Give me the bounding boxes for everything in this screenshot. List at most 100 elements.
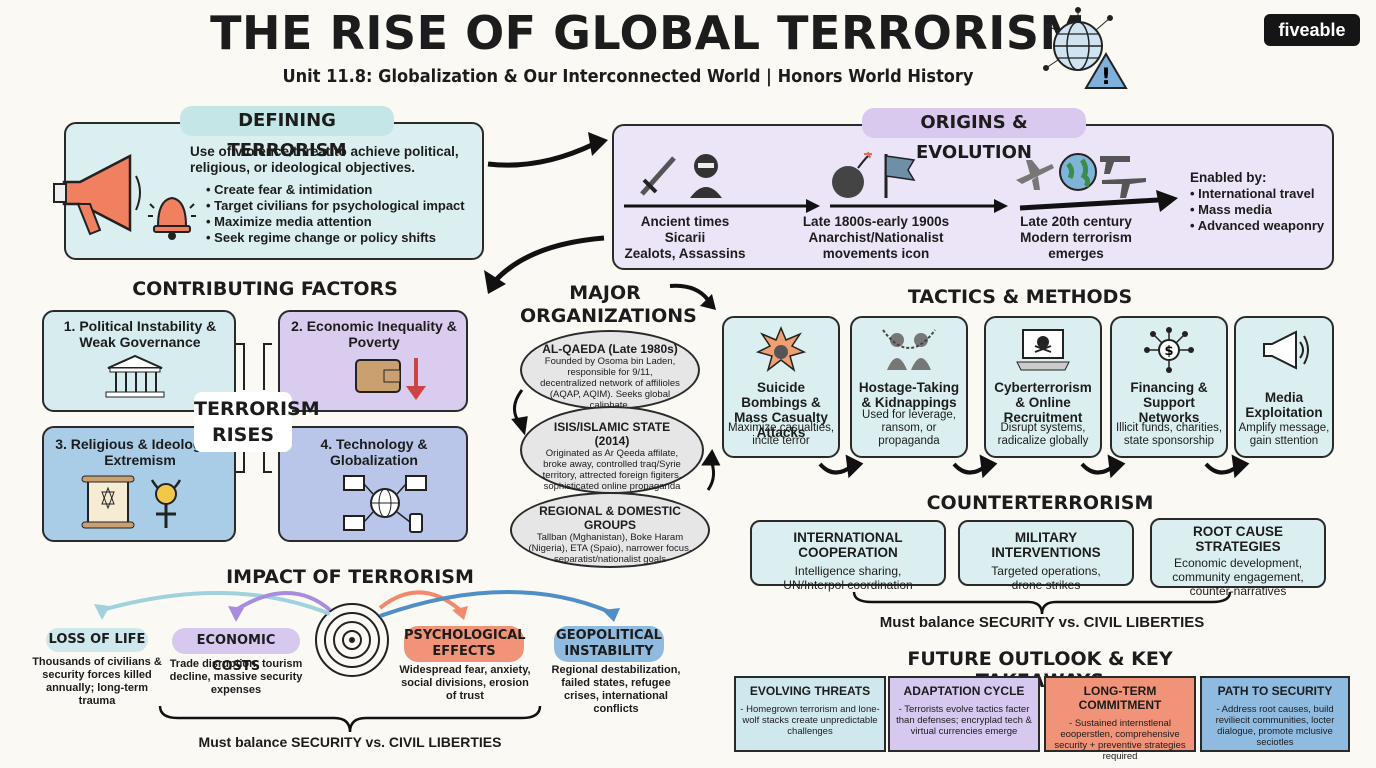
era-line: Late 1800s-early 1900s <box>802 214 950 229</box>
org-cycle-arrows <box>504 380 724 520</box>
impact-tag: GEOPOLITICAL INSTABILITY <box>554 626 664 662</box>
bomb-icon <box>826 150 874 200</box>
defining-intro: Use of violence/threat to achieve politi… <box>190 144 459 175</box>
future-desc: - Homegrown terrorism and lone-wolf stac… <box>740 704 880 737</box>
wallet-down-icon <box>352 352 432 402</box>
org-desc: Originated as Ar Qeeda affilate, broke a… <box>542 448 682 492</box>
origins-heading: ORIGINS & EVOLUTION <box>862 108 1086 163</box>
tactic-name: Cyberterrorism & Online Recruitment <box>994 380 1092 425</box>
tactic-card: Suicide Bombings & Mass Casualty Attacks… <box>722 316 840 458</box>
factor-connectors <box>226 330 290 490</box>
defining-point: Create fear & intimidation <box>206 182 476 198</box>
future-card: PATH TO SECURITY - Address root causes, … <box>1200 676 1350 752</box>
impact-tag: ECONOMIC COSTS <box>172 628 300 674</box>
tactic-desc: Used for leverage, ransom, or propaganda <box>862 409 956 447</box>
pistol-icon <box>1098 152 1132 176</box>
tactic-card: Hostage-Taking & Kidnappings Used for le… <box>850 316 968 458</box>
dagger-icon <box>636 150 680 200</box>
hostage-icon <box>852 326 966 376</box>
counter-brace <box>852 590 1232 616</box>
impact-desc: Trade disruption, tourism decline, massi… <box>169 658 303 696</box>
impact-brace <box>158 704 542 734</box>
era-line: emerges <box>1048 246 1104 261</box>
factor-label: 3. Religious & Ideological Extremism <box>55 436 225 468</box>
impact-ripple-icon <box>312 600 392 680</box>
explosion-icon <box>724 326 838 376</box>
org-name: REGIONAL & DOMESTIC GROUPS <box>539 504 681 532</box>
factor-label: 1. Political Instability & Weak Governan… <box>63 318 217 350</box>
megaphone-icon <box>50 142 150 242</box>
network-globe-icon <box>340 472 430 534</box>
tactic-desc: Maximize casualties, incite terror <box>727 422 835 447</box>
tactics-flow-arrows <box>810 446 1250 486</box>
flag-icon <box>878 150 918 200</box>
counter-balance: Must balance SECURITY vs. CIVIL LIBERTIE… <box>879 614 1205 631</box>
era-line: Modern terrorism <box>1020 230 1132 245</box>
counter-name: INTERNATIONAL COOPERATION <box>793 530 903 560</box>
megaphone-icon <box>1236 326 1332 376</box>
globe-icon <box>1056 150 1100 194</box>
future-name: EVOLVING THREATS <box>749 684 871 698</box>
future-name: ADAPTATION CYCLE <box>903 684 1025 698</box>
laptop-skull-icon <box>986 326 1100 376</box>
counter-card: MILITARY INTERVENTIONS Targeted operatio… <box>958 520 1134 592</box>
svg-text:$: $ <box>1164 344 1173 359</box>
religious-symbol-icon <box>144 474 188 530</box>
era-line: Sicarii <box>664 230 706 245</box>
rifle-icon <box>1100 172 1150 202</box>
org-isis: ISIS/ISLAMIC STATE (2014) Originated as … <box>520 406 704 494</box>
counter-desc: Economic development, community engageme… <box>1172 556 1304 598</box>
page-title: THE RISE OF GLOBAL TERRORISM <box>210 6 1086 60</box>
factor-label: 2. Economic Inequality & Poverty <box>291 318 457 350</box>
factors-heading: CONTRIBUTING FACTORS <box>132 278 398 300</box>
counter-heading: COUNTERTERRORISM <box>926 492 1154 514</box>
factor-label: 4. Technology & Globalization <box>320 436 428 468</box>
impact-tag: LOSS OF LIFE <box>46 628 148 652</box>
org-name: AL-QAEDA (Late 1980s) <box>542 342 678 356</box>
counter-name: ROOT CAUSE STRATEGIES <box>1192 524 1283 554</box>
tactic-card: $ Financing & Support Networks Illicit f… <box>1110 316 1228 458</box>
orgs-heading: MAJOR ORGANIZATIONS <box>520 282 697 327</box>
counter-desc: Intelligence sharing, UN/Interpol coordi… <box>783 564 913 592</box>
money-network-icon: $ <box>1112 326 1226 376</box>
counter-name: MILITARY INTERVENTIONS <box>991 530 1101 560</box>
impact-desc: Regional destabilization, failed states,… <box>551 664 681 715</box>
enabled-by-list: International travel Mass media Advanced… <box>1190 186 1330 234</box>
scroll-star-icon <box>78 474 138 530</box>
tactic-name: Media Exploitation <box>1245 390 1323 420</box>
impact-arrows <box>80 580 640 630</box>
era-line: Anarchist/Nationalist <box>808 230 944 245</box>
impact-desc: Widespread fear, anxiety, social divisio… <box>399 664 531 702</box>
origins-arrows <box>620 186 1180 226</box>
org-desc: Tallban (Mghanistan), Boke Haram (Nigeri… <box>528 532 692 565</box>
org-regional: REGIONAL & DOMESTIC GROUPS Tallban (Mgha… <box>510 492 710 568</box>
factor-technology <box>278 426 468 542</box>
defining-points: Create fear & intimidation Target civili… <box>206 182 476 246</box>
masked-figure-icon <box>686 150 726 200</box>
tactic-desc: Amplify message, gain sttention <box>1238 422 1330 447</box>
plane-icon <box>1012 154 1056 194</box>
tactic-name: Hostage-Taking & Kidnappings <box>858 380 960 410</box>
terrorism-rises-center: TERRORISM RISES <box>194 392 320 452</box>
tactics-heading: TACTICS & METHODS <box>907 286 1133 308</box>
bell-icon <box>146 186 198 242</box>
future-card: ADAPTATION CYCLE - Terrorists evolve tac… <box>888 676 1040 752</box>
impact-heading: IMPACT OF TERRORISM <box>226 566 474 588</box>
enabled-item: Mass media <box>1190 202 1330 218</box>
counter-card: ROOT CAUSE STRATEGIES Economic developme… <box>1150 518 1326 598</box>
page-subtitle: Unit 11.8: Globalization & Our Interconn… <box>282 66 974 87</box>
future-desc: - Sustained internstlenal eooperstlen, c… <box>1054 718 1186 762</box>
tactic-desc: Disrupt systems, radicalize globally <box>997 422 1089 447</box>
era-line: Late 20th century <box>1020 214 1132 229</box>
impact-tag: PSYCHOLOGICAL EFFECTS <box>404 626 526 662</box>
era-ancient: Ancient times Sicarii Zealots, Assassins <box>620 214 750 262</box>
future-card: EVOLVING THREATS - Homegrown terrorism a… <box>734 676 886 752</box>
future-card: LONG-TERM COMMITMENT - Sustained interns… <box>1044 676 1196 762</box>
org-name: ISIS/ISLAMIC STATE (2014) <box>553 420 671 448</box>
defining-point: Maximize media attention <box>206 214 476 230</box>
enabled-item: Advanced weaponry <box>1190 218 1330 234</box>
defining-point: Seek regime change or policy shifts <box>206 230 476 246</box>
future-desc: - Terrorists evolve tactics facter than … <box>896 704 1032 737</box>
era-line: Zealots, Assassins <box>624 246 746 261</box>
globe-warning-icon: ! <box>1040 6 1130 92</box>
